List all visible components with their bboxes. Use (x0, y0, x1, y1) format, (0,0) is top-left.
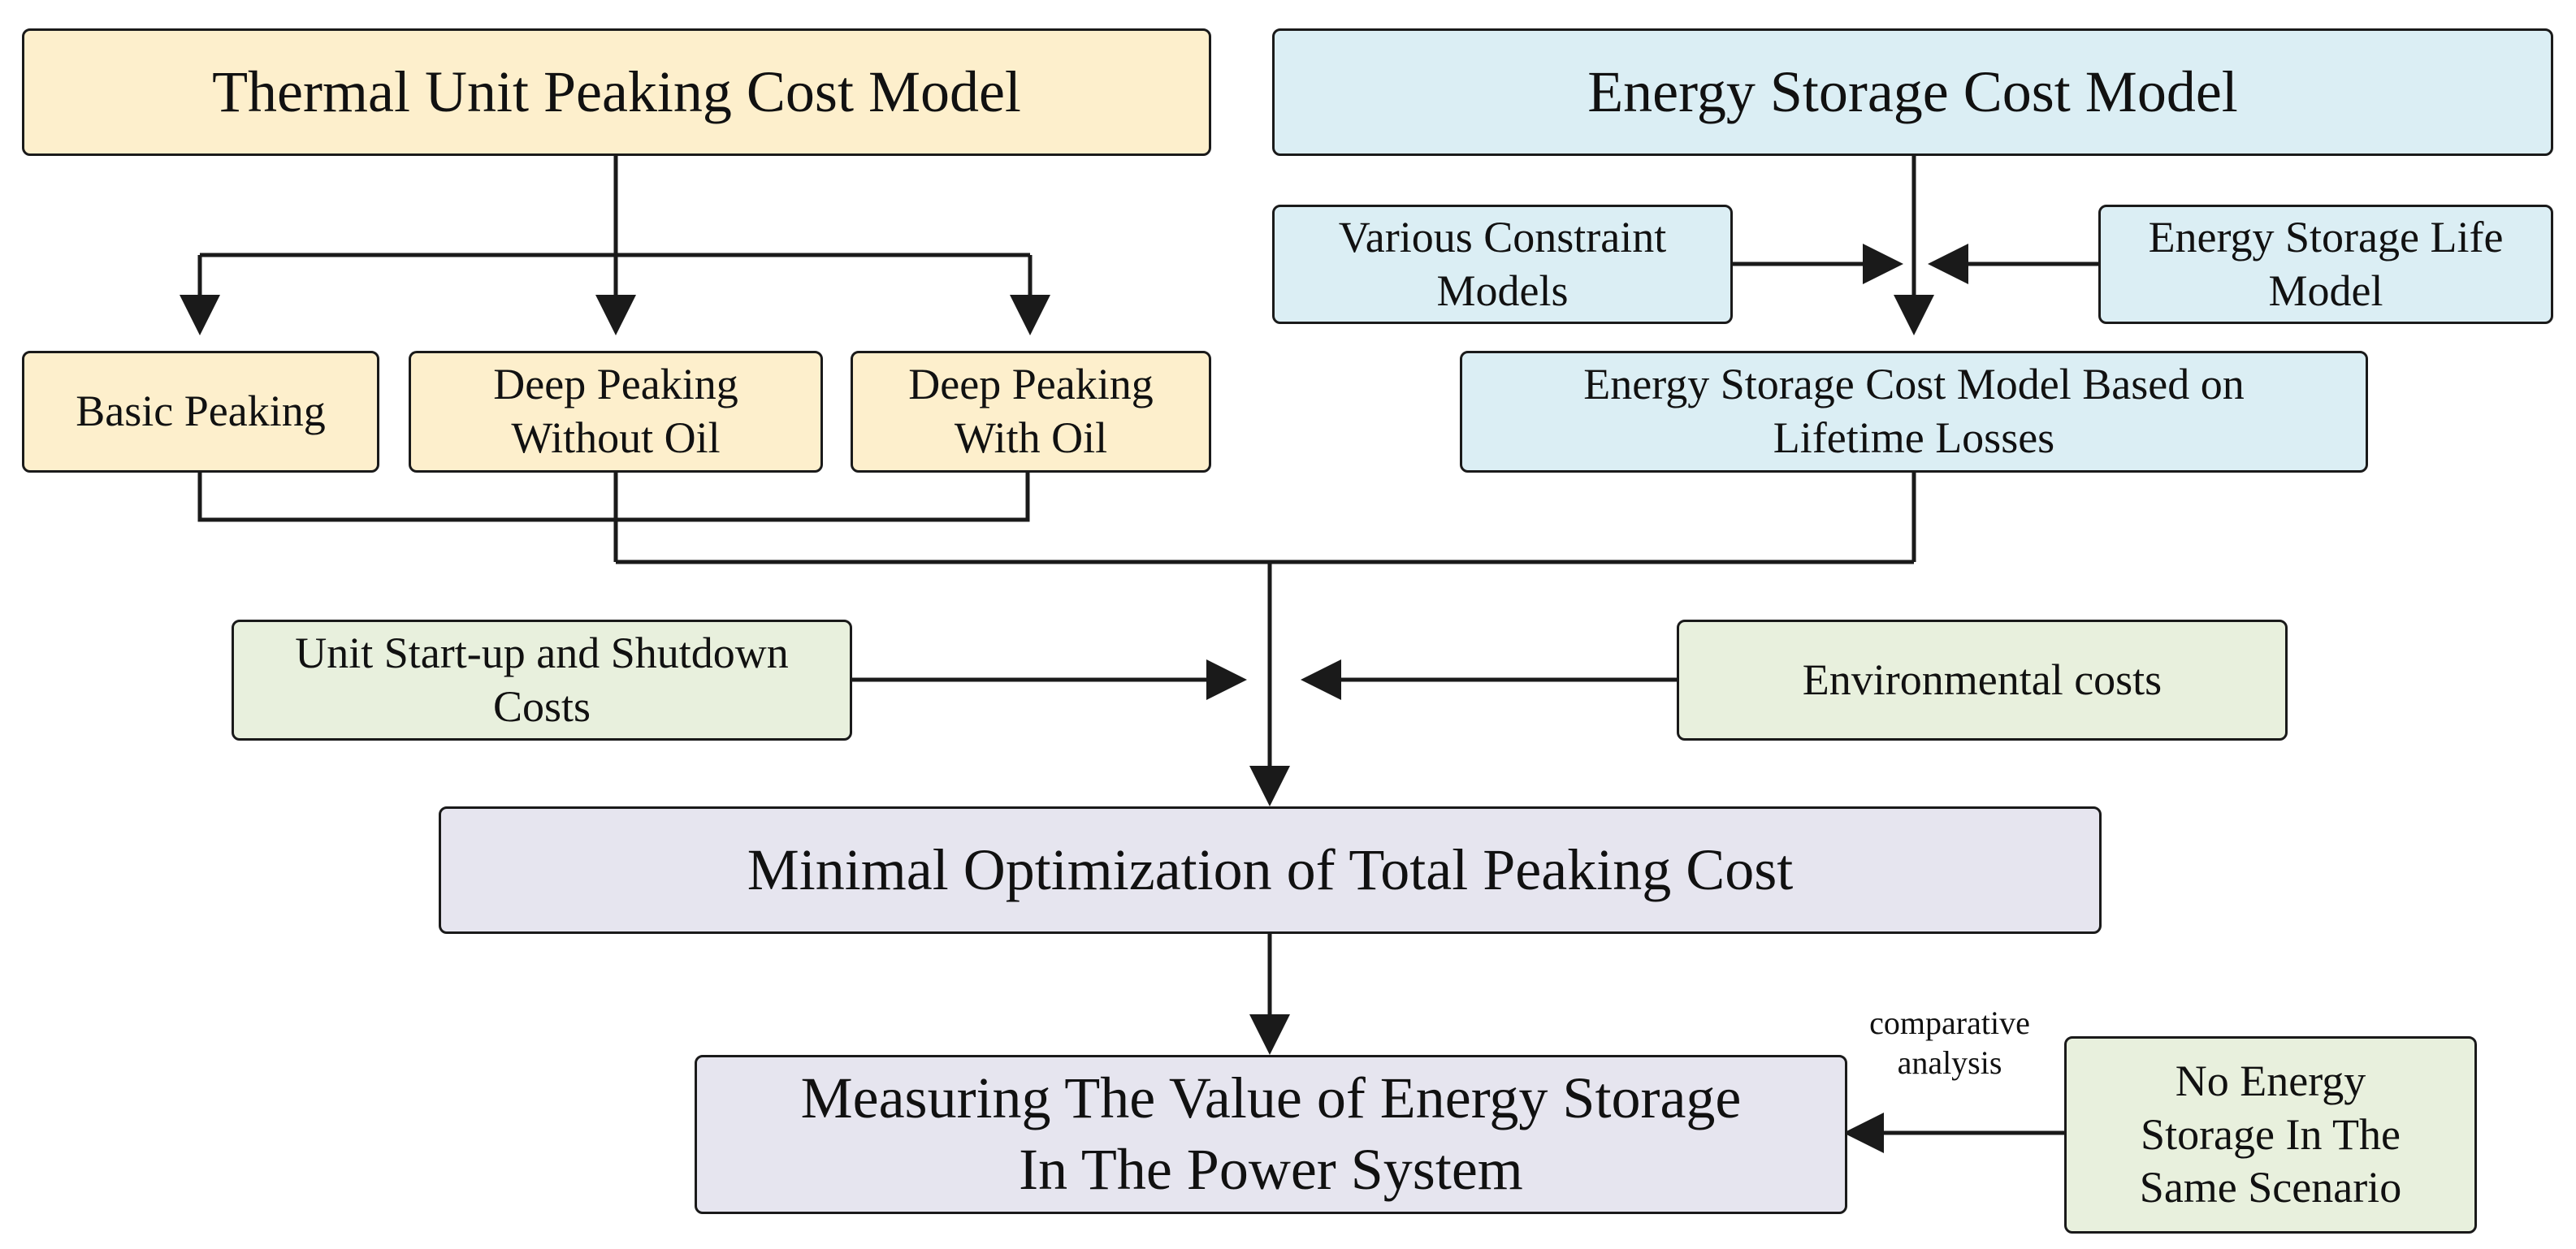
deep-peaking-with-oil-box: Deep Peaking With Oil (851, 351, 1211, 473)
energy-storage-cost-lifetime-losses-box: Energy Storage Cost Model Based on Lifet… (1460, 351, 2368, 473)
deep-peaking-with-oil-label: Deep Peaking With Oil (908, 360, 1154, 462)
energy-storage-cost-lifetime-losses-label: Energy Storage Cost Model Based on Lifet… (1583, 360, 2245, 462)
various-constraint-models-label: Various Constraint Models (1338, 212, 1667, 315)
energy-storage-cost-model-box: Energy Storage Cost Model (1272, 28, 2553, 156)
basic-peaking-box: Basic Peaking (22, 351, 379, 473)
no-energy-storage-baseline-box: No Energy Storage In The Same Scenario (2064, 1036, 2477, 1234)
energy-storage-life-model-label: Energy Storage Life Model (2148, 212, 2504, 315)
environmental-costs-box: Environmental costs (1677, 620, 2288, 741)
energy-storage-value-box: Measuring The Value of Energy Storage In… (695, 1055, 1847, 1214)
no-energy-storage-baseline-label: No Energy Storage In The Same Scenario (2139, 1056, 2402, 1212)
total-peaking-cost-optimization-box: Minimal Optimization of Total Peaking Co… (439, 806, 2102, 934)
deep-peaking-without-oil-box: Deep Peaking Without Oil (409, 351, 823, 473)
energy-storage-life-model-box: Energy Storage Life Model (2098, 205, 2553, 324)
thermal-unit-peaking-cost-model-label: Thermal Unit Peaking Cost Model (212, 58, 1021, 124)
various-constraint-models-box: Various Constraint Models (1272, 205, 1733, 324)
deep-peaking-without-oil-label: Deep Peaking Without Oil (493, 360, 738, 462)
energy-storage-value-label: Measuring The Value of Energy Storage In… (800, 1065, 1742, 1202)
energy-storage-cost-model-label: Energy Storage Cost Model (1587, 58, 2238, 124)
comparative-analysis-label: comparative analysis (1869, 1005, 2030, 1081)
total-peaking-cost-optimization-label: Minimal Optimization of Total Peaking Co… (747, 836, 1794, 902)
thermal-unit-peaking-cost-model-box: Thermal Unit Peaking Cost Model (22, 28, 1211, 156)
startup-shutdown-costs-label: Unit Start-up and Shutdown Costs (295, 628, 789, 731)
environmental-costs-label: Environmental costs (1802, 655, 2163, 704)
basic-peaking-label: Basic Peaking (76, 387, 326, 436)
startup-shutdown-costs-box: Unit Start-up and Shutdown Costs (232, 620, 852, 741)
